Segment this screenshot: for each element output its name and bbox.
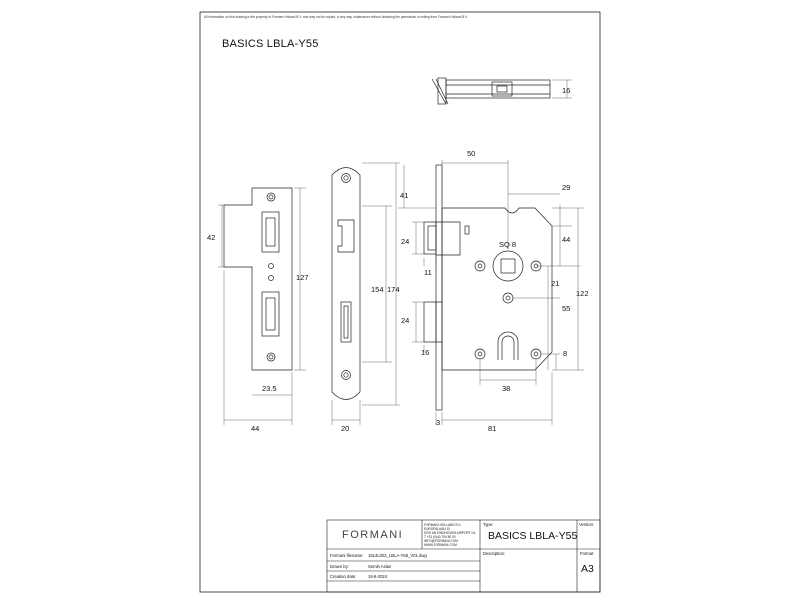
company-line: FORMANI HOLLAND B.V. [424,523,462,527]
drawing-title: BASICS LBLA-Y55 [222,38,319,50]
lock-body [423,164,553,411]
company-line: INFO@FORMANI.COM [424,539,458,543]
dim-label: 81 [488,424,496,433]
date-value: 16-8-2024 [368,574,388,579]
dim-strike [218,187,306,425]
dim-label: 20 [341,424,349,433]
copyright-notice: All information on this drawing is the p… [204,15,468,19]
dim-label: 42 [207,233,215,242]
dim-label: 44 [562,235,570,244]
type-label: Type: [483,522,493,527]
drawn-label: Drawn by: [330,564,349,569]
dim-label: 38 [502,384,510,393]
dim-label: 55 [562,304,570,313]
dim-label: SQ 8 [499,240,516,249]
dim-label: 23.5 [262,384,277,393]
dim-label: 16 [421,348,429,357]
title-block-grid [326,519,601,593]
dim-label: 21 [551,279,559,288]
company-line: T +31 (0)40 700 80 00 [424,535,456,539]
filename-label: Formani filename: [330,553,364,558]
dim-label: 24 [401,237,409,246]
dim-label: 174 [387,285,400,294]
dim-label: 122 [576,289,589,298]
strike-plate [223,187,293,371]
type-value: BASICS LBLA-Y55 [488,530,577,542]
dim-label: 127 [296,273,309,282]
drawn-value: Semih Aslan [368,564,392,569]
dim-label: 41 [400,191,408,200]
dim-label: 24 [401,316,409,325]
dim-lockbody [398,160,584,425]
company-line: EUROPALAAN 10 [424,527,450,531]
date-label: Creation date: [330,574,356,579]
brand-logo: FORMANI [342,529,403,541]
dim-faceplate [331,162,400,425]
dim-side-height [552,79,572,99]
dim-label: 29 [562,183,570,192]
company-line: 5700 AB EINDHOVEN AIRPORT NL [424,531,476,535]
dim-label: 50 [467,149,475,158]
dim-label: 154 [371,285,384,294]
sheet-border [199,11,601,593]
dim-label: 8 [563,349,567,358]
lock-side-view [431,77,551,105]
company-line: WWW.FORMANI.COM [424,543,457,547]
format-value: A3 [581,563,594,575]
format-label: Format [580,551,594,556]
dim-label: 44 [251,424,259,433]
description-label: Description: [483,551,505,556]
face-plate [331,167,361,400]
filename-value: 1514L003_LBLA-Y55_V01.dwg [368,553,427,558]
dim-label: 11 [424,268,432,277]
version-label: Version: [579,522,594,527]
dim-label: 3 [436,418,440,427]
dim-label: 16 [562,86,570,95]
